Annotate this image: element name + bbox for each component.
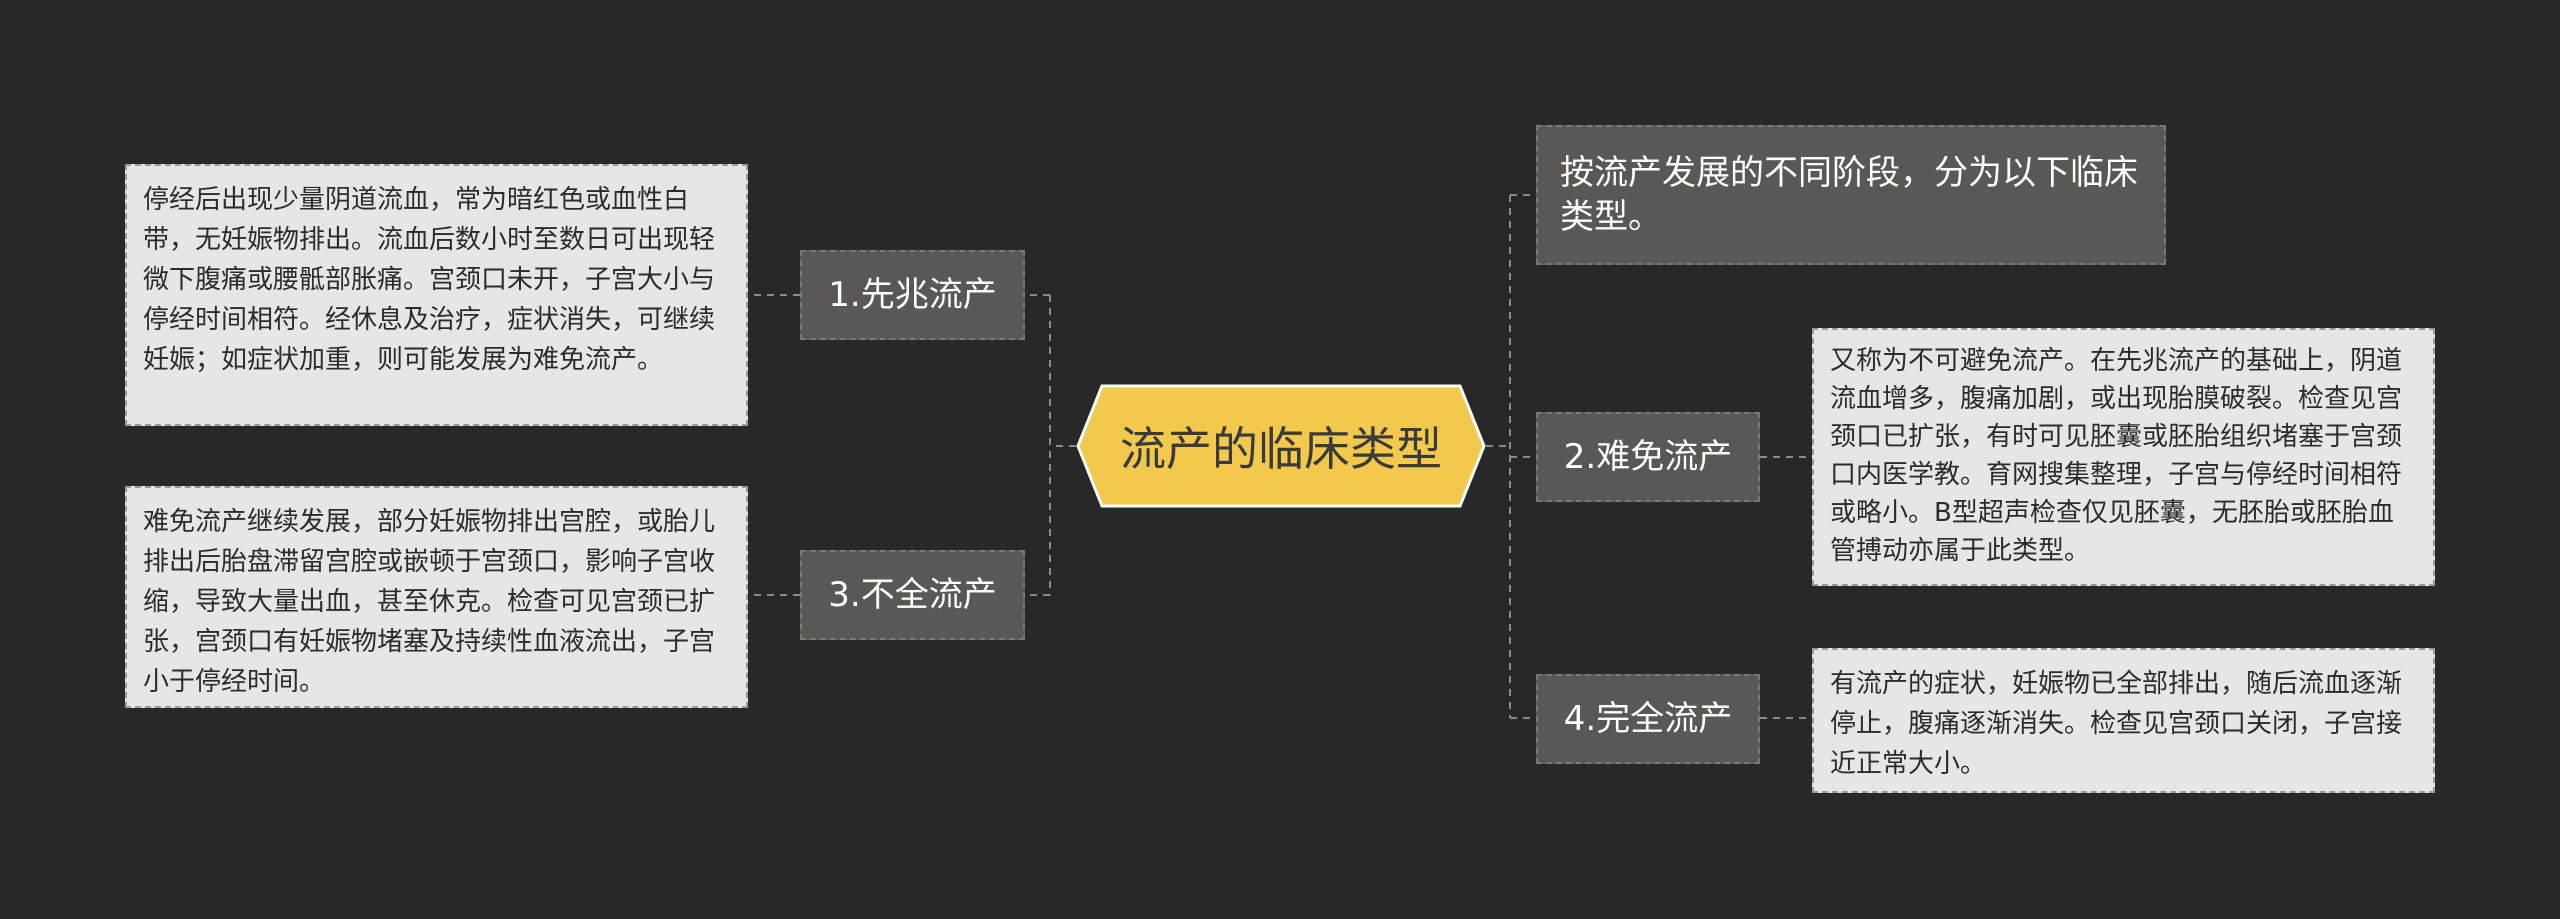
branch-4-node: 4.完全流产	[1536, 674, 1760, 764]
branch-2-label: 2.难免流产	[1563, 436, 1733, 477]
root-title: 流产的临床类型	[1120, 422, 1442, 476]
root-node: 流产的临床类型	[1076, 384, 1486, 508]
branch-1-node: 1.先兆流产	[800, 250, 1025, 340]
branch-3-detail: 难免流产继续发展，部分妊娠物排出宫腔，或胎儿排出后胎盘滞留宫腔或嵌顿于宫颈口，影…	[125, 486, 748, 708]
branch-4-detail: 有流产的症状，妊娠物已全部排出，随后流血逐渐停止，腹痛逐渐消失。检查见宫颈口关闭…	[1812, 648, 2435, 793]
branch-2-detail: 又称为不可避免流产。在先兆流产的基础上，阴道流血增多，腹痛加剧，或出现胎膜破裂。…	[1812, 328, 2435, 586]
branch-2-node: 2.难免流产	[1536, 412, 1760, 502]
root-hexagon-shape	[1076, 384, 1486, 508]
branch-1-detail: 停经后出现少量阴道流血，常为暗红色或血性白带，无妊娠物排出。流血后数小时至数日可…	[125, 164, 748, 426]
intro-node: 按流产发展的不同阶段，分为以下临床类型。	[1536, 125, 2166, 265]
branch-1-label: 1.先兆流产	[828, 274, 997, 315]
branch-3-node: 3.不全流产	[800, 550, 1025, 640]
intro-text: 按流产发展的不同阶段，分为以下临床类型。	[1560, 152, 2138, 237]
branch-4-label: 4.完全流产	[1563, 698, 1733, 739]
branch-3-label: 3.不全流产	[828, 574, 997, 615]
